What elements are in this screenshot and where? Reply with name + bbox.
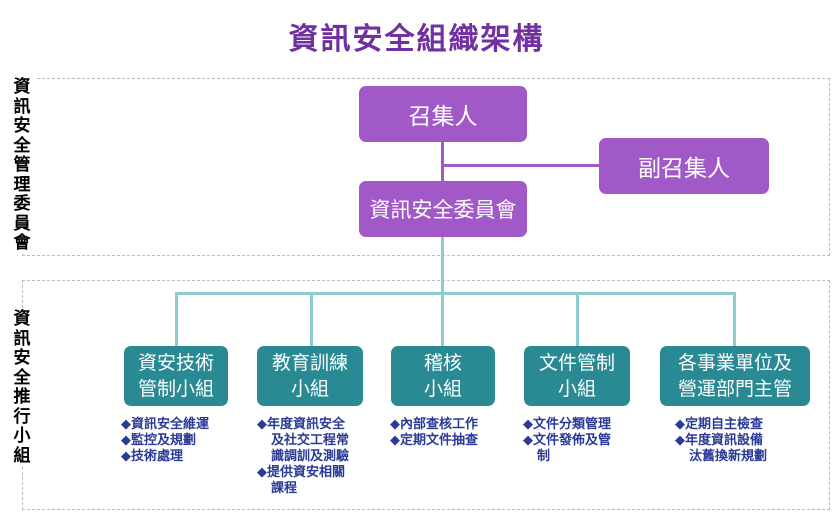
diamond-icon: ◆ bbox=[390, 417, 400, 432]
deputy-connector bbox=[441, 164, 601, 167]
task-list: ◆年度資訊安全及社交工程常識調訓及測驗◆提供資安相關課程 bbox=[257, 417, 349, 497]
branch-1 bbox=[175, 292, 178, 347]
task-text: 年度資訊安全 bbox=[267, 417, 346, 432]
task-text: 年度資訊設備 bbox=[685, 433, 764, 448]
task-list: ◆內部查核工作◆定期文件抽查 bbox=[390, 417, 478, 449]
promotion-section-label: 資訊安全推行小組 bbox=[9, 309, 35, 466]
group-box: 教育訓練 小組 bbox=[257, 346, 363, 406]
diamond-icon: ◆ bbox=[523, 417, 533, 432]
task-item: ◆文件分類管理 bbox=[523, 417, 611, 433]
side-label-char: 訊 bbox=[13, 96, 31, 117]
diamond-icon: ◆ bbox=[257, 465, 267, 480]
task-item: ◆年度資訊設備汰舊換新規劃 bbox=[675, 433, 767, 465]
task-text: 及社交工程常 bbox=[271, 433, 350, 448]
convener-box: 召集人 bbox=[359, 86, 527, 142]
branch-3 bbox=[441, 292, 444, 347]
side-label-char: 會 bbox=[13, 233, 31, 253]
side-label-char: 全 bbox=[13, 135, 31, 156]
diamond-icon: ◆ bbox=[675, 417, 685, 432]
side-label-char: 小 bbox=[13, 426, 31, 446]
branch-5 bbox=[733, 292, 736, 347]
task-list: ◆定期自主檢查◆年度資訊設備汰舊換新規劃 bbox=[675, 417, 767, 465]
diamond-icon: ◆ bbox=[121, 417, 131, 432]
branch-bar bbox=[175, 292, 736, 295]
task-item: ◆定期自主檢查 bbox=[675, 417, 767, 433]
diamond-icon: ◆ bbox=[523, 433, 533, 448]
side-label-char: 行 bbox=[13, 406, 31, 427]
side-label-char: 資 bbox=[13, 77, 31, 97]
side-label-char: 資 bbox=[13, 309, 31, 329]
diamond-icon: ◆ bbox=[257, 417, 267, 432]
task-item: ◆資訊安全維運 bbox=[121, 417, 209, 433]
trunk-connector bbox=[441, 237, 444, 294]
task-text: 識調訓及測驗 bbox=[271, 449, 350, 464]
task-text: 文件發佈及管 bbox=[533, 433, 612, 448]
branch-2 bbox=[310, 292, 313, 347]
convener-connector bbox=[441, 142, 444, 182]
diamond-icon: ◆ bbox=[390, 433, 400, 448]
side-label-char: 理 bbox=[13, 174, 31, 195]
task-text: 課程 bbox=[271, 481, 298, 496]
committee-box: 資訊安全委員會 bbox=[359, 181, 527, 237]
side-label-char: 全 bbox=[13, 367, 31, 388]
task-item: ◆定期文件抽查 bbox=[390, 433, 478, 449]
side-label-char: 組 bbox=[13, 445, 31, 466]
task-text: 監控及規劃 bbox=[131, 433, 197, 448]
side-label-char: 推 bbox=[13, 387, 31, 407]
committee-section-label: 資訊安全管理委員會 bbox=[9, 77, 35, 254]
group-box: 各事業單位及 營運部門主管 bbox=[660, 346, 810, 406]
page-title: 資訊安全組織架構 bbox=[288, 22, 545, 57]
task-item: ◆監控及規劃 bbox=[121, 433, 209, 449]
task-item: ◆技術處理 bbox=[121, 449, 209, 465]
side-label-char: 管 bbox=[13, 155, 31, 175]
diamond-icon: ◆ bbox=[121, 449, 131, 464]
task-item: ◆文件發佈及管制 bbox=[523, 433, 611, 465]
diamond-icon: ◆ bbox=[675, 433, 685, 448]
task-text: 技術處理 bbox=[131, 449, 184, 464]
task-item: ◆提供資安相關課程 bbox=[257, 465, 349, 497]
task-text: 內部查核工作 bbox=[400, 417, 479, 432]
task-text: 汰舊換新規劃 bbox=[689, 449, 768, 464]
side-label-char: 安 bbox=[13, 116, 31, 136]
group-box: 資安技術 管制小組 bbox=[124, 346, 228, 406]
diamond-icon: ◆ bbox=[121, 433, 131, 448]
task-text: 制 bbox=[537, 449, 551, 464]
task-text: 資訊安全維運 bbox=[131, 417, 210, 432]
branch-4 bbox=[576, 292, 579, 347]
task-item: ◆年度資訊安全及社交工程常識調訓及測驗 bbox=[257, 417, 349, 465]
task-text: 文件分類管理 bbox=[533, 417, 612, 432]
task-list: ◆資訊安全維運◆監控及規劃◆技術處理 bbox=[121, 417, 209, 465]
side-label-char: 安 bbox=[13, 348, 31, 368]
deputy-convener-box: 副召集人 bbox=[599, 138, 769, 194]
side-label-char: 員 bbox=[13, 213, 31, 234]
group-box: 文件管制 小組 bbox=[524, 346, 630, 406]
task-text: 定期自主檢查 bbox=[685, 417, 764, 432]
group-box: 稽核 小組 bbox=[391, 346, 495, 406]
task-item: ◆內部查核工作 bbox=[390, 417, 478, 433]
side-label-char: 訊 bbox=[13, 328, 31, 349]
side-label-char: 委 bbox=[13, 194, 31, 214]
task-text: 定期文件抽查 bbox=[400, 433, 479, 448]
task-list: ◆文件分類管理◆文件發佈及管制 bbox=[523, 417, 611, 465]
task-text: 提供資安相關 bbox=[267, 465, 346, 480]
